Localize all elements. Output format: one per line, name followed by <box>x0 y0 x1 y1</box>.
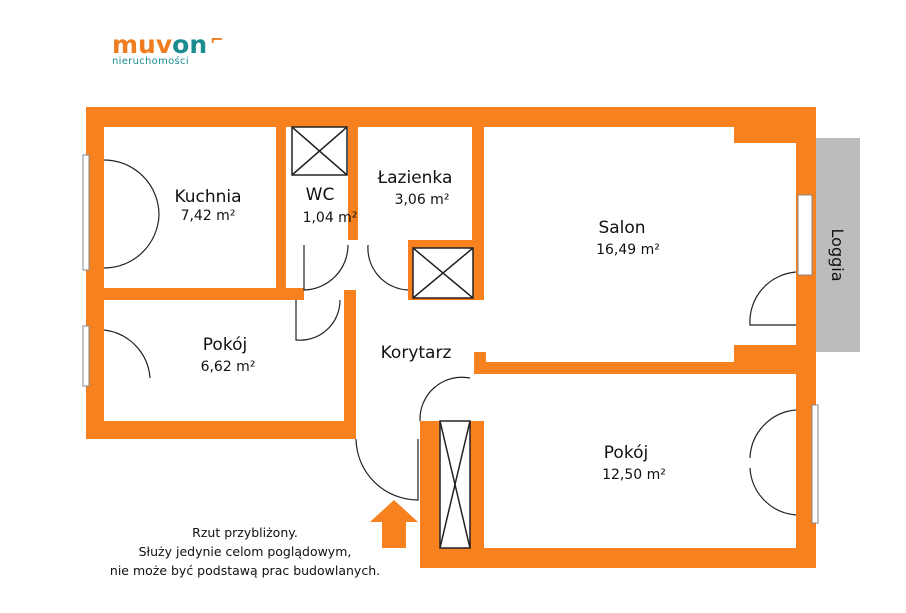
entrance-arrow-icon <box>370 500 418 548</box>
logo: muvon⌐ nieruchomości <box>112 30 224 67</box>
room-name-loggia: Loggia <box>828 229 847 282</box>
logo-mark: ⌐ <box>210 30 224 49</box>
disclaimer-line-1: Rzut przybliżony. <box>192 525 298 540</box>
logo-wordmark: muvon⌐ <box>112 30 224 59</box>
room-area-lazienka: 3,06 m² <box>395 192 450 208</box>
logo-word-part-1: muv <box>112 30 173 59</box>
room-area-kuchnia: 7,42 m² <box>181 208 236 224</box>
door-swings <box>103 159 797 516</box>
room-name-pokoj-small: Pokój <box>203 335 247 355</box>
room-area-pokoj-large: 12,50 m² <box>602 467 666 483</box>
room-area-wc: 1,04 m² <box>303 210 358 226</box>
disclaimer-line-3: nie może być podstawą prac budowlanych. <box>109 563 381 578</box>
disclaimer-note: Rzut przybliżony. Służy jedynie celom po… <box>40 523 450 580</box>
ventilation-shafts <box>291 126 474 549</box>
room-name-kuchnia: Kuchnia <box>174 187 241 207</box>
logo-subtitle: nieruchomości <box>112 56 189 67</box>
logo-word-part-2: on <box>172 30 208 59</box>
windows <box>82 154 819 524</box>
room-area-pokoj-small: 6,62 m² <box>201 359 256 375</box>
room-name-pokoj-large: Pokój <box>604 443 648 463</box>
room-area-salon: 16,49 m² <box>596 242 660 258</box>
loggia-area <box>814 138 860 352</box>
room-name-wc: WC <box>306 185 335 205</box>
room-name-salon: Salon <box>598 218 645 238</box>
disclaimer-line-2: Służy jedynie celom poglądowym, <box>138 544 352 559</box>
room-name-lazienka: Łazienka <box>377 168 453 188</box>
room-name-korytarz: Korytarz <box>381 343 452 363</box>
